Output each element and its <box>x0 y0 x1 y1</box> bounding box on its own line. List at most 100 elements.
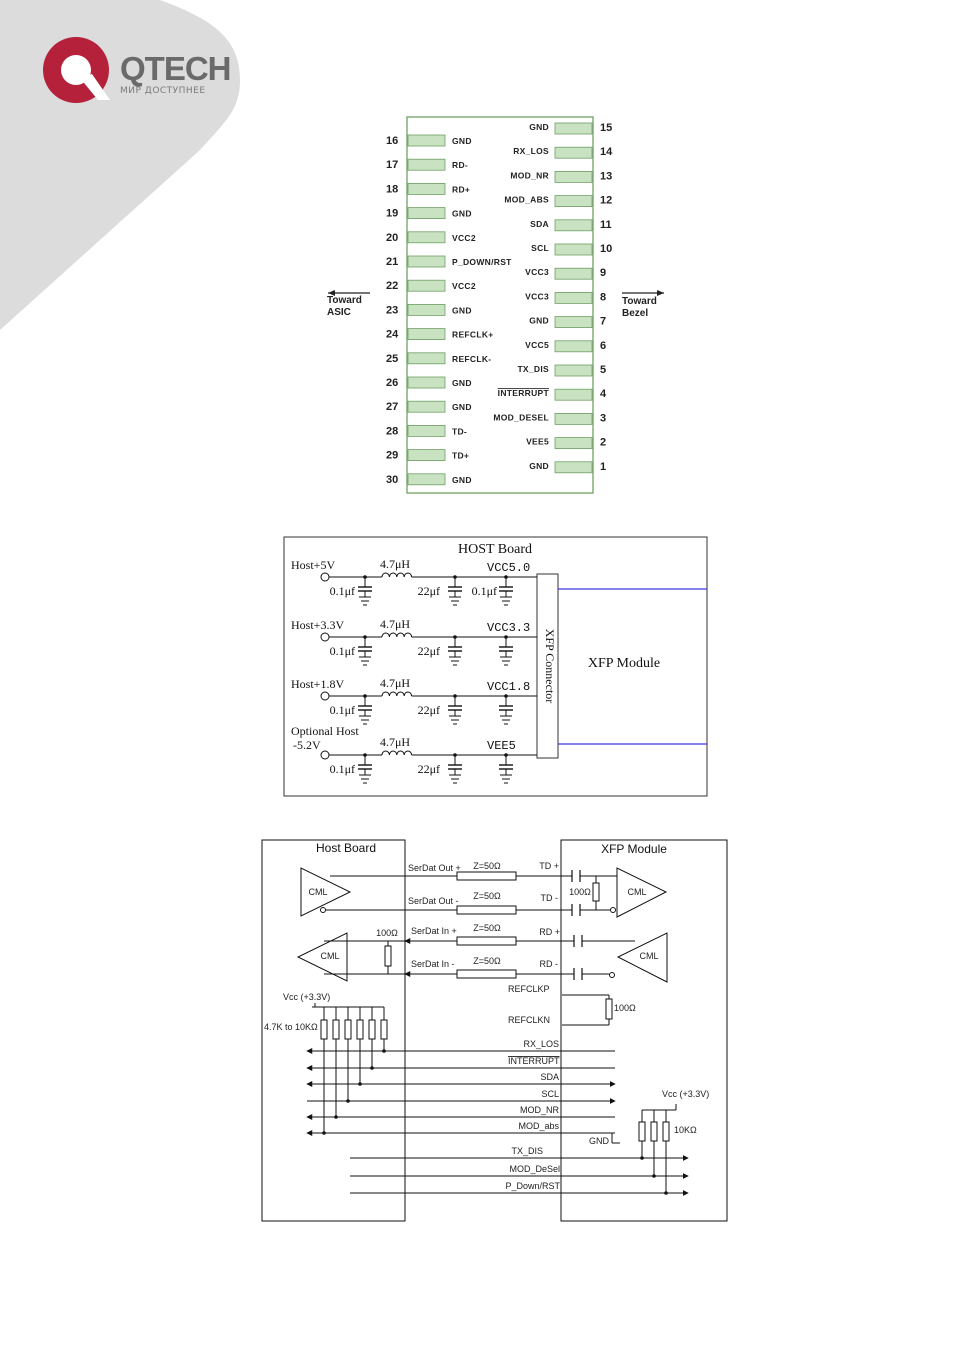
bus-label-scl: SCL <box>541 1089 559 1099</box>
tx-cml-driver: CML <box>300 867 352 917</box>
capacitor-label: 0.1μf <box>330 584 355 598</box>
inductor-icon <box>381 572 413 578</box>
pin-21-signal: P_DOWN/RST <box>452 257 512 267</box>
pin-15-signal: GND <box>529 122 549 132</box>
pin-21-number: 21 <box>386 256 398 268</box>
td-plus-label: TD + <box>539 861 559 871</box>
pin-13-pad <box>554 170 593 183</box>
pin-19-pad <box>407 207 446 220</box>
pin-10-number: 10 <box>600 243 612 255</box>
pin-1-number: 1 <box>600 461 606 473</box>
module-cml-driver: CML <box>609 932 668 983</box>
refclkp-label: REFCLKP <box>508 984 550 994</box>
toward-bezel-label-1: Toward <box>622 296 657 307</box>
pin-12-signal: MOD_ABS <box>504 195 549 205</box>
inductor-icon <box>381 691 413 697</box>
interface-diagram: Host Board XFP Module CML CML CML CML Z=… <box>261 839 728 1222</box>
pin-11-pad <box>554 219 593 232</box>
pin-4-number: 4 <box>600 388 607 400</box>
pin-17-pad <box>407 158 446 171</box>
xfp-module-label: XFP Module <box>588 656 660 671</box>
pin-2-signal: VEE5 <box>526 437 549 447</box>
tx-cml-label: CML <box>308 887 327 897</box>
host-vcc-label: Vcc (+3.3V) <box>283 992 330 1002</box>
toward-asic-arrow: Toward ASIC <box>327 290 370 318</box>
z-label-1: Z=50Ω <box>473 861 501 871</box>
pin-26-signal: GND <box>452 378 472 388</box>
coupling-capacitors <box>571 870 583 980</box>
rail-source-label: Optional Host <box>291 724 359 738</box>
rail-name-label: VCC1.8 <box>487 680 530 694</box>
pin-6-number: 6 <box>600 340 606 352</box>
refclk-term-label: 100Ω <box>614 1003 636 1013</box>
pin-15-number: 15 <box>600 122 612 134</box>
pin-7-pad <box>554 316 593 329</box>
pin-26-pad <box>407 376 446 389</box>
module-rx-cml-label: CML <box>627 887 646 897</box>
pin-18-pad <box>407 182 446 195</box>
pin-1-pad <box>554 461 593 474</box>
rail-source-label: Host+1.8V <box>291 677 344 691</box>
module-pullup-resistor <box>638 1121 646 1142</box>
module-tx-cml-label: CML <box>639 951 658 961</box>
pin-18-number: 18 <box>386 183 398 195</box>
pin-30-pad <box>407 473 446 486</box>
pin-22-number: 22 <box>386 280 398 292</box>
logo-mark-icon <box>43 37 110 103</box>
pin-20-signal: VCC2 <box>452 233 476 243</box>
toward-asic-label-1: Toward <box>327 295 362 306</box>
serdat-in-plus-label: SerDat In + <box>411 926 457 936</box>
pin-14-number: 14 <box>600 146 613 158</box>
module-vcc-label: Vcc (+3.3V) <box>662 1089 709 1099</box>
inductor-label: 4.7μH <box>380 617 410 631</box>
refclkn-label: REFCLKN <box>508 1015 550 1025</box>
pin-16-number: 16 <box>386 135 398 147</box>
pin-4-signal: INTERRUPT <box>498 388 550 398</box>
pin-5-signal: TX_DIS <box>517 364 549 374</box>
pullup-resistor <box>356 1019 364 1040</box>
input-label-2: MOD_DeSel <box>509 1164 560 1174</box>
pin-13-signal: MOD_NR <box>510 170 549 180</box>
pullup-resistor <box>368 1019 376 1040</box>
rd-minus-label: RD - <box>540 959 559 969</box>
z50-traces: Z=50Ω Z=50Ω Z=50Ω Z=50Ω <box>456 861 517 979</box>
xfp-module-title: XFP Module <box>601 842 667 856</box>
pin-10-pad <box>554 243 593 256</box>
capacitor-label: 0.1μf <box>330 644 355 658</box>
inductor-label: 4.7μH <box>380 735 410 749</box>
pin-29-signal: TD+ <box>452 451 469 461</box>
pin-3-signal: MOD_DESEL <box>493 412 549 422</box>
serdat-out-plus-label: SerDat Out + <box>408 863 461 873</box>
pin-9-number: 9 <box>600 267 606 279</box>
inductor-label: 4.7μH <box>380 676 410 690</box>
pin-16-signal: GND <box>452 136 472 146</box>
pin-18-signal: RD+ <box>452 184 470 194</box>
gnd-symbol <box>611 1133 620 1144</box>
pin-16-pad <box>407 134 446 147</box>
module-pullup-resistor <box>650 1121 658 1142</box>
pin-23-pad <box>407 303 446 316</box>
pin-12-number: 12 <box>600 195 612 207</box>
serdat-in-minus-label: SerDat In - <box>411 959 455 969</box>
pin-5-number: 5 <box>600 364 606 376</box>
logo-tagline: МИР ДОСТУПНЕЕ <box>120 86 206 96</box>
logo-wordmark: QTECH <box>120 50 231 87</box>
pin-7-number: 7 <box>600 316 606 328</box>
module-pullup-resistor <box>662 1121 670 1142</box>
rx-cml-receiver: CML <box>296 932 348 982</box>
pin-7-signal: GND <box>529 316 549 326</box>
pin-12-pad <box>554 195 593 208</box>
pin-17-signal: RD- <box>452 160 468 170</box>
rail-source-label: Host+3.3V <box>291 618 344 632</box>
pin-22-signal: VCC2 <box>452 281 476 291</box>
pin-23-number: 23 <box>386 304 398 316</box>
pin-25-pad <box>407 352 446 365</box>
pin-27-pad <box>407 400 446 413</box>
pin-14-pad <box>554 146 593 159</box>
pullup-resistor <box>332 1019 340 1040</box>
